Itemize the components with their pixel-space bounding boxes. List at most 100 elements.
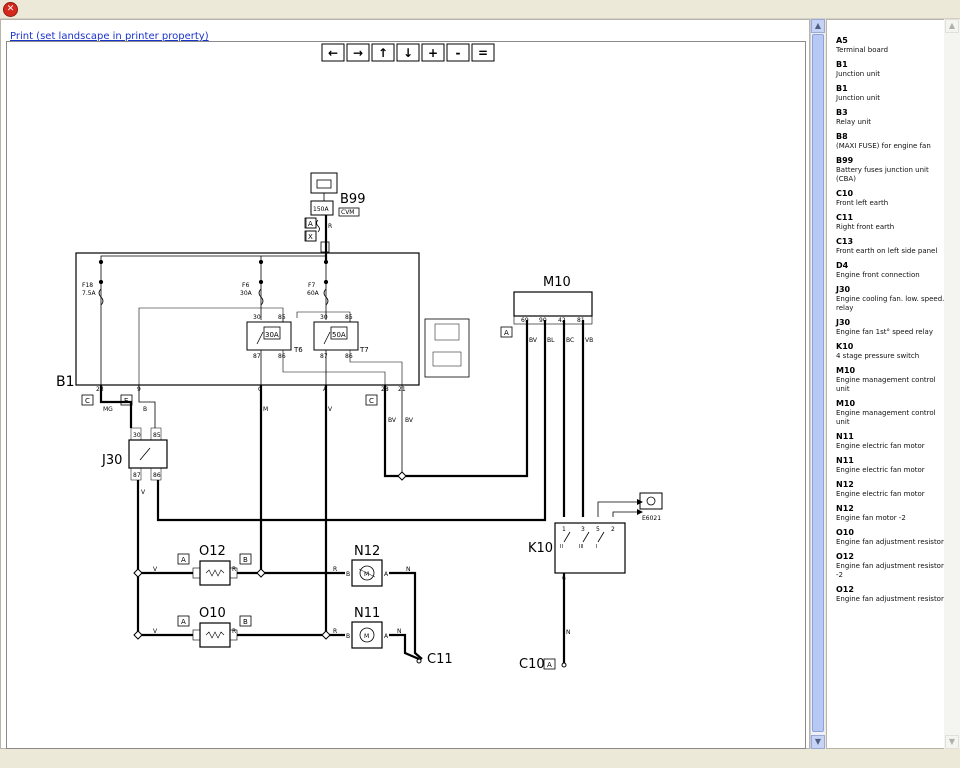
zoom-reset-button[interactable]: = xyxy=(471,43,495,62)
scroll-down-icon[interactable]: ▼ xyxy=(811,735,825,749)
b99-battery-box xyxy=(310,172,338,194)
label-fuse-f7: F7 xyxy=(308,282,315,289)
label-fuse-f6-val: 30A xyxy=(240,290,253,297)
label-fuse-150: 150A xyxy=(313,206,329,213)
legend-code: M10 xyxy=(836,399,856,408)
label-connector-c2: C xyxy=(369,397,374,405)
scroll-down-icon[interactable]: ▼ xyxy=(945,735,959,749)
label-fuse-f6: F6 xyxy=(242,282,249,289)
label-connector-a-c10: A xyxy=(547,661,552,669)
label-o12: O12 xyxy=(199,544,226,559)
wire-bv-2: BV xyxy=(405,417,414,424)
legend-item[interactable]: B8(MAXI FUSE) for engine fan xyxy=(836,132,945,151)
svg-text:←: ← xyxy=(328,46,338,60)
legend-code: N11 xyxy=(836,456,854,465)
window-titlebar: ✕ xyxy=(0,0,960,19)
k10-pressure-switch xyxy=(554,522,626,574)
inset-thumbnail xyxy=(424,318,470,378)
ground-c10 xyxy=(561,662,567,668)
legend-description: Relay unit xyxy=(836,118,872,126)
wire-r-o10: R xyxy=(232,628,236,635)
legend-code: M10 xyxy=(836,366,856,375)
label-cvm: CVM xyxy=(341,209,354,216)
e6021-component xyxy=(639,492,663,510)
label-c10: C10 xyxy=(519,657,545,672)
wire-vb: VB xyxy=(585,337,593,344)
pan-down-button[interactable]: ↓ xyxy=(396,43,420,62)
connector-box xyxy=(177,615,190,627)
pin-b1-c: C xyxy=(258,386,262,393)
pin-t7-85: 85 xyxy=(345,314,353,321)
b1-junction-box xyxy=(75,252,420,386)
pin-m10-69: 69 xyxy=(521,317,529,324)
label-j30: J30 xyxy=(101,453,122,468)
legend-vertical-scrollbar[interactable]: ▲ ▼ xyxy=(944,19,960,749)
motor-n11-symbol xyxy=(359,627,375,643)
label-wire-r: R xyxy=(328,223,332,230)
legend-description: Engine fan adjustment resistor xyxy=(836,595,944,603)
svg-text:-: - xyxy=(456,46,461,60)
label-connector-c1: C xyxy=(85,397,90,405)
scroll-thumb[interactable] xyxy=(812,34,824,732)
pin-t6-30: 30 xyxy=(253,314,261,321)
print-link[interactable]: Print (set landscape in printer property… xyxy=(10,31,209,42)
wire-b: B xyxy=(143,406,147,413)
svg-text:↑: ↑ xyxy=(378,46,388,60)
pin-t6-87: 87 xyxy=(253,353,261,360)
legend-code: O12 xyxy=(836,552,854,561)
pin-k10-6: 6 xyxy=(562,575,566,582)
legend-code: B3 xyxy=(836,108,848,117)
legend-description: Engine fan adjustment resistor -2 xyxy=(836,562,944,579)
label-n11: N11 xyxy=(354,606,380,621)
label-connector-a-o12: A xyxy=(181,556,186,564)
pin-n12-a: A xyxy=(384,571,389,578)
legend-description: Junction unit xyxy=(836,94,880,102)
zoom-out-button[interactable]: - xyxy=(446,43,470,62)
legend-code: N11 xyxy=(836,432,854,441)
scroll-up-icon[interactable]: ▲ xyxy=(945,19,959,33)
main-vertical-scrollbar[interactable]: ▲ ▼ xyxy=(810,19,825,749)
wiring-diagram: ← → ↑ ↓+-= xyxy=(56,43,663,672)
pan-up-button[interactable]: ↑ xyxy=(371,43,395,62)
close-icon[interactable]: ✕ xyxy=(3,2,18,17)
fuse-f7 xyxy=(323,288,329,306)
m10-ecu xyxy=(513,291,593,317)
connector-box xyxy=(120,394,133,406)
legend-code: C11 xyxy=(836,213,854,222)
pin-t7-86: 86 xyxy=(345,353,353,360)
fuse-f18 xyxy=(98,288,104,306)
pan-right-button[interactable]: → xyxy=(346,43,370,62)
legend-description: Engine front connection xyxy=(836,271,920,279)
legend-code: K10 xyxy=(836,342,854,351)
zoom-in-button[interactable]: + xyxy=(421,43,445,62)
scroll-up-icon[interactable]: ▲ xyxy=(811,19,825,33)
legend-code: B1 xyxy=(836,60,848,69)
legend-code: A5 xyxy=(836,36,848,45)
label-connector-b-o12: B xyxy=(243,556,248,564)
legend-description: Engine fan 1st° speed relay xyxy=(836,328,933,336)
wire-v: V xyxy=(328,406,333,413)
wire-bv-m10: BV xyxy=(529,337,538,344)
pan-left-button[interactable]: ← xyxy=(321,43,345,62)
